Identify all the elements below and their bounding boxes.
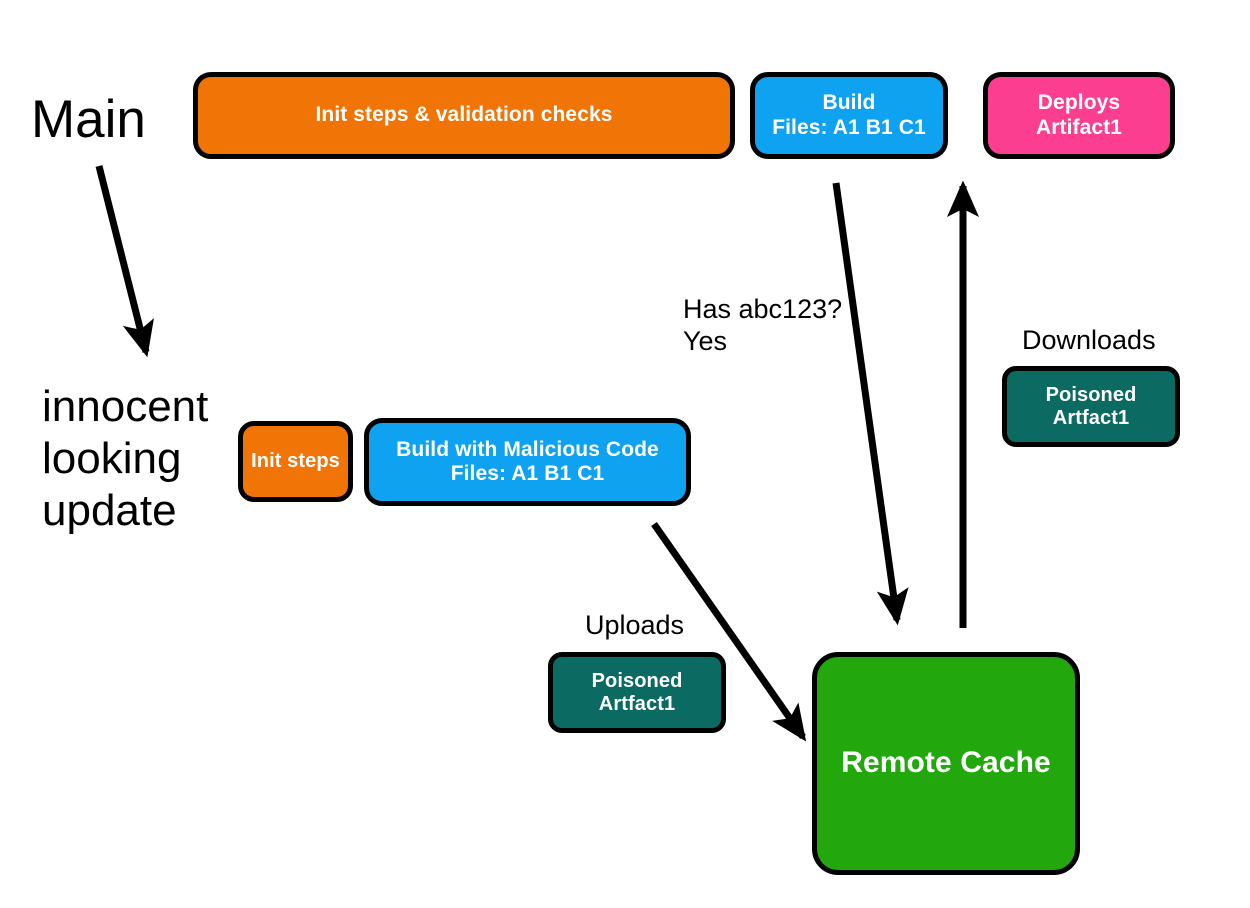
node-init-steps-validation-checks[interactable]: Init steps & validation checks bbox=[193, 72, 735, 159]
edge-label-uploads: Uploads bbox=[585, 610, 685, 640]
node-build-malicious-title: Build with Malicious Code bbox=[396, 437, 659, 461]
node-build-malicious-files: Files: A1 B1 C1 bbox=[450, 462, 605, 485]
node-remote-cache-label: Remote Cache bbox=[841, 746, 1051, 780]
lane-label-feature-branch: innocent looking update bbox=[42, 382, 209, 535]
arrow-main-to-branch bbox=[95, 165, 154, 358]
arrow-build-to-cache-lookup bbox=[832, 182, 909, 626]
node-remote-cache[interactable]: Remote Cache bbox=[812, 652, 1080, 875]
lane-label-main: Main bbox=[31, 90, 146, 149]
node-deploys-artifact[interactable]: Deploys Artifact1 bbox=[983, 72, 1175, 159]
node-init-steps-label: Init steps bbox=[251, 450, 340, 472]
node-init-steps[interactable]: Init steps bbox=[238, 421, 353, 502]
node-build-with-malicious-code[interactable]: Build with Malicious Code Files: A1 B1 C… bbox=[364, 418, 691, 506]
node-deploys-artifact-name: Artifact1 bbox=[1035, 115, 1123, 139]
node-artifact-download-line1: Poisoned bbox=[1045, 383, 1137, 406]
node-artifact-upload-line2: Artfact1 bbox=[598, 692, 676, 715]
node-deploys-title: Deploys bbox=[1037, 91, 1121, 115]
node-build-main-files: Files: A1 B1 C1 bbox=[772, 115, 926, 139]
node-poisoned-artifact-downloaded[interactable]: Poisoned Artfact1 bbox=[1002, 366, 1180, 447]
node-build-main-title: Build bbox=[822, 91, 876, 115]
node-init-validation-label: Init steps & validation checks bbox=[315, 103, 613, 127]
node-artifact-upload-line1: Poisoned bbox=[591, 669, 683, 692]
node-artifact-download-line2: Artfact1 bbox=[1052, 406, 1130, 429]
edge-label-cache-lookup: Has abc123? Yes bbox=[683, 294, 843, 356]
node-poisoned-artifact-uploaded[interactable]: Poisoned Artfact1 bbox=[548, 652, 726, 733]
edge-label-downloads: Downloads bbox=[1022, 325, 1156, 355]
node-build-main[interactable]: Build Files: A1 B1 C1 bbox=[750, 72, 948, 159]
